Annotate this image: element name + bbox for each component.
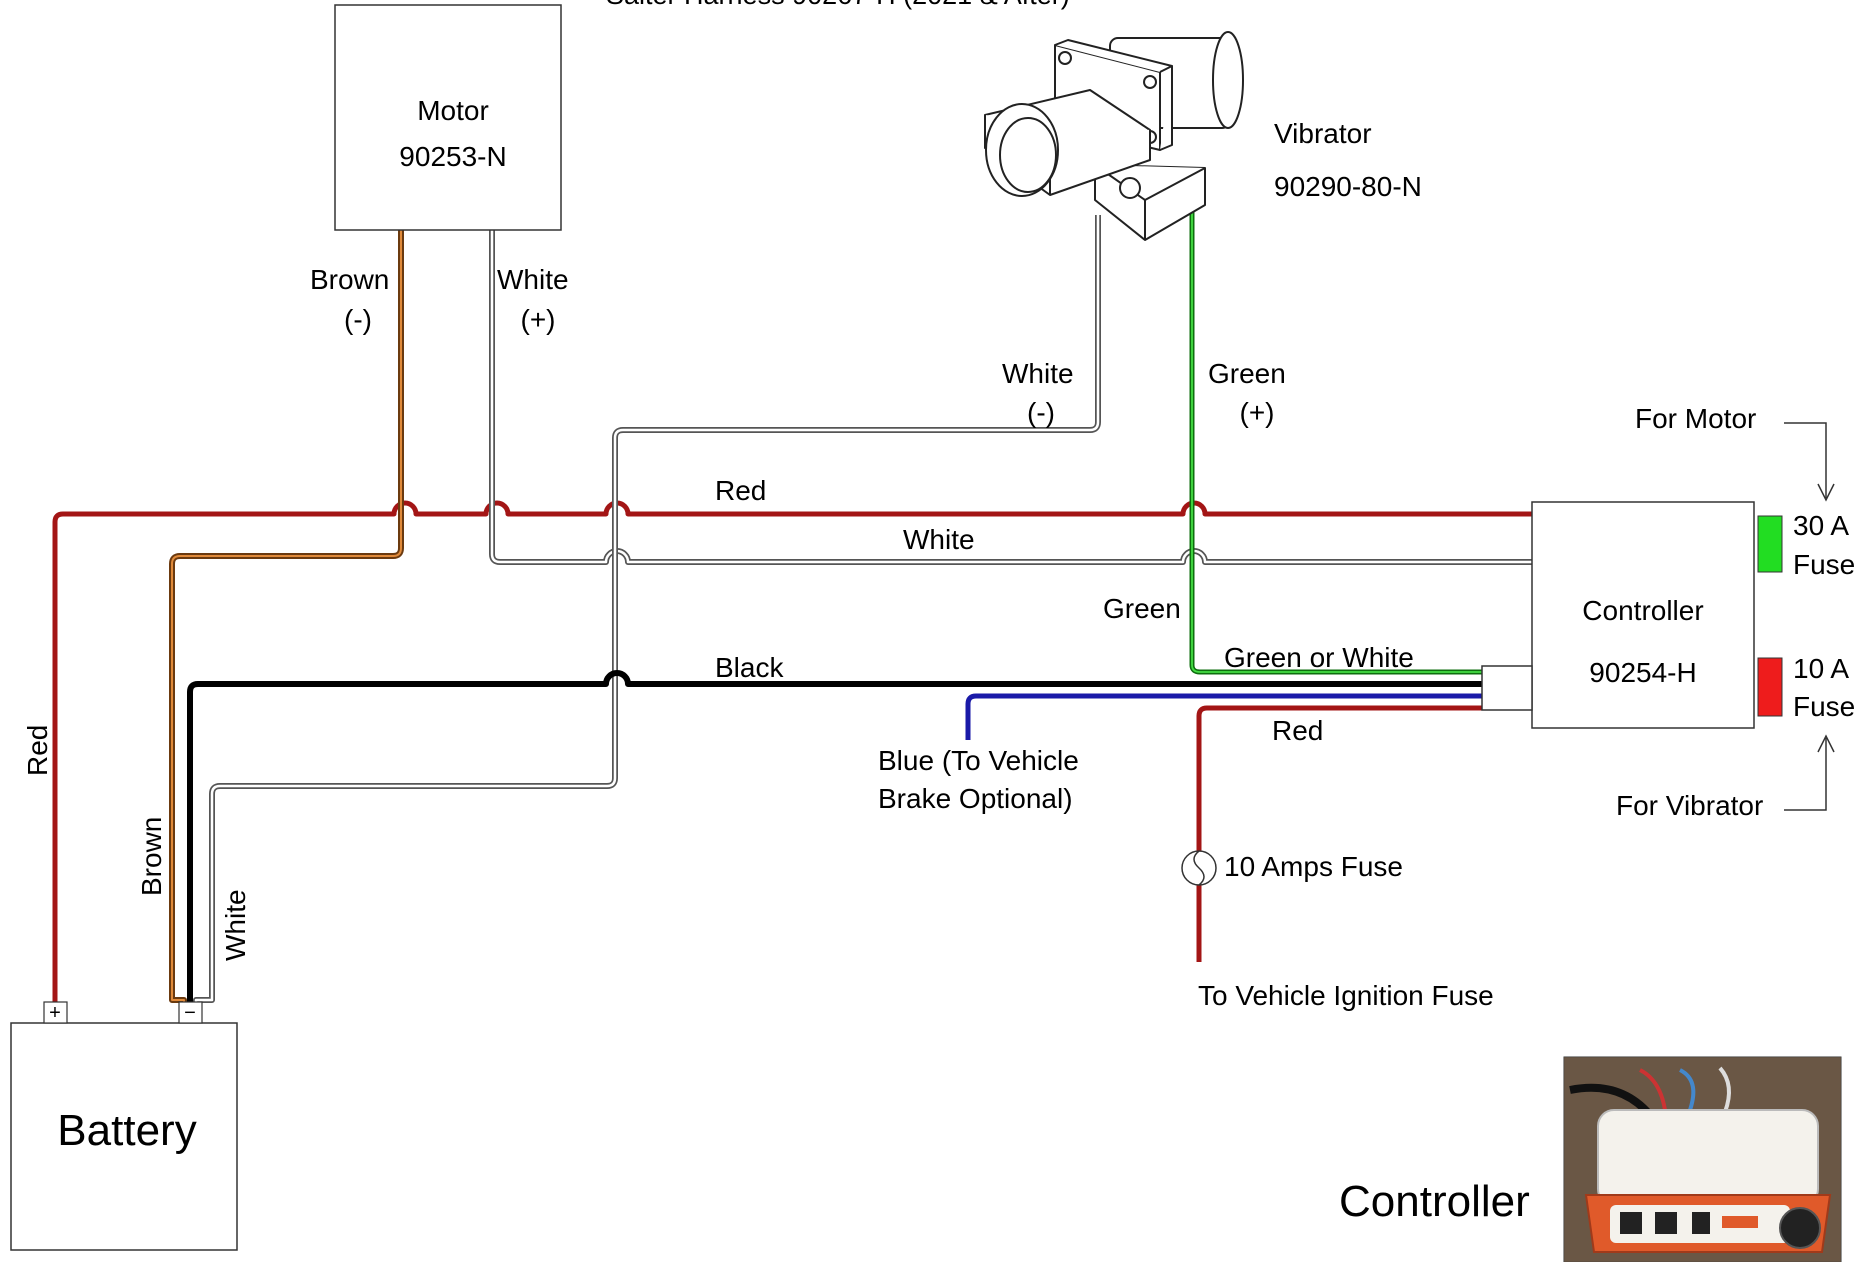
controller-name: Controller [1582, 595, 1703, 626]
diagram-title: Salter Harness 90267-H (2021 & After) [606, 0, 1070, 10]
wire-green [1189, 212, 1482, 675]
motor-fuse [1757, 515, 1783, 573]
vibrator-name: Vibrator [1274, 118, 1372, 149]
inline-fuse-symbol [1181, 850, 1217, 886]
wire-black [187, 670, 1482, 1005]
label-vibrator-white-polarity: (-) [1027, 397, 1055, 428]
label-white-main: White [903, 524, 975, 555]
label-motor-white-polarity: (+) [521, 304, 556, 335]
label-black-main: Black [715, 652, 784, 683]
motor-fuse-label: Fuse [1793, 549, 1855, 580]
controller: Controller 90254-H [1481, 501, 1783, 729]
battery-label: Battery [57, 1106, 196, 1155]
inline-fuse-label: 10 Amps Fuse [1224, 851, 1403, 882]
label-battery-brown: Brown [136, 817, 167, 896]
label-motor-brown-polarity: (-) [344, 304, 372, 335]
battery-minus-sign: − [184, 1002, 196, 1024]
wire-red-ignition [1196, 705, 1482, 962]
wires [52, 212, 1532, 1005]
wire-blue [965, 693, 1482, 740]
controller-connector [1481, 665, 1533, 711]
battery-negative-terminal [178, 1001, 203, 1024]
controller-part: 90254-H [1589, 657, 1696, 688]
vibrator-part: 90290-80-N [1274, 171, 1422, 202]
motor-part: 90253-N [399, 141, 506, 172]
label-vibrator-white: White [1002, 358, 1074, 389]
vibrator-fuse-callout: For Vibrator [1616, 790, 1763, 821]
label-ignition-destination: To Vehicle Ignition Fuse [1198, 980, 1494, 1011]
label-green-or-white: Green or White [1224, 642, 1414, 673]
wire-labels: Brown (-) White (+) White (-) Green (+) … [22, 264, 1494, 1011]
vibrator-fuse-rating: 10 A [1793, 653, 1849, 684]
label-motor-white: White [497, 264, 569, 295]
vibrator-fuse [1757, 657, 1783, 717]
controller-photo [1563, 1056, 1842, 1262]
battery: + − Battery [10, 1001, 238, 1251]
label-battery-white: White [220, 889, 251, 961]
vibrator-icon [984, 31, 1244, 241]
fuse-callouts [1784, 422, 1835, 811]
battery-positive-terminal [43, 1001, 68, 1024]
label-battery-red: Red [22, 725, 53, 776]
motor-fuse-callout: For Motor [1635, 403, 1756, 434]
motor-name: Motor [417, 95, 489, 126]
controller-photo-label: Controller [1339, 1177, 1530, 1226]
label-vibrator-green: Green [1208, 358, 1286, 389]
label-blue-line1: Blue (To Vehicle [878, 745, 1079, 776]
motor: Motor 90253-N [334, 4, 562, 231]
label-green-vertical: Green [1103, 593, 1181, 624]
label-red-main: Red [715, 475, 766, 506]
label-motor-brown: Brown [310, 264, 389, 295]
vibrator-fuse-label: Fuse [1793, 691, 1855, 722]
wire-white-vibrator [193, 215, 1101, 1005]
label-vibrator-green-polarity: (+) [1240, 397, 1275, 428]
motor-fuse-rating: 30 A [1793, 510, 1849, 541]
battery-plus-sign: + [49, 1002, 61, 1024]
label-blue-line2: Brake Optional) [878, 783, 1073, 814]
wire-brown [169, 230, 404, 1005]
label-red-ignition: Red [1272, 715, 1323, 746]
wire-red-main [52, 500, 1532, 1005]
